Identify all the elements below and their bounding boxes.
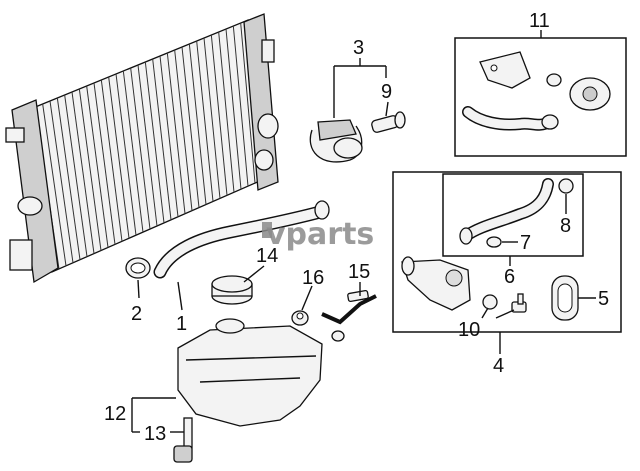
radiator-fin bbox=[108, 76, 130, 239]
radiator-fin bbox=[137, 64, 158, 227]
callout-6: 6 bbox=[504, 266, 515, 288]
radiator-outlet-left bbox=[17, 196, 43, 216]
callout-8: 8 bbox=[560, 215, 571, 237]
coolant-reservoir bbox=[177, 318, 323, 427]
detail-box-6 bbox=[442, 173, 584, 257]
callout-14: 14 bbox=[256, 245, 278, 267]
radiator-fin bbox=[232, 25, 249, 187]
hose-clamp bbox=[125, 257, 151, 279]
radiator-fin bbox=[181, 46, 200, 208]
watermark-text: vparts bbox=[266, 217, 374, 252]
callout-3: 3 bbox=[353, 37, 364, 59]
reservoir-sensor bbox=[173, 417, 193, 463]
callout-1: 1 bbox=[176, 313, 187, 335]
callout-11: 11 bbox=[529, 10, 550, 32]
seal-10 bbox=[482, 294, 498, 310]
callout-12: 12 bbox=[104, 403, 126, 425]
radiator-fin bbox=[203, 37, 221, 199]
radiator-core-fins bbox=[27, 19, 263, 273]
radiator-fin bbox=[188, 43, 207, 205]
radiator-fin bbox=[174, 49, 193, 211]
radiator-fin bbox=[42, 103, 67, 266]
radiator-left-tank bbox=[11, 99, 59, 284]
watermark: vparts bbox=[262, 217, 374, 252]
radiator bbox=[5, 13, 279, 284]
bleed-pipe-15 bbox=[321, 289, 377, 342]
radiator-fin bbox=[86, 85, 109, 248]
leader-lines bbox=[131, 30, 596, 433]
radiator-fitting-right bbox=[254, 149, 274, 171]
gasket-5 bbox=[551, 275, 579, 321]
water-pump-assembly bbox=[462, 51, 611, 131]
callout-16: 16 bbox=[302, 267, 324, 289]
callout-4: 4 bbox=[493, 355, 504, 377]
callout-15: 15 bbox=[348, 261, 370, 283]
radiator-fin bbox=[196, 40, 214, 202]
radiator-right-tank bbox=[243, 13, 279, 191]
radiator-fin bbox=[100, 79, 123, 242]
o-ring-7 bbox=[486, 236, 502, 248]
callout-2: 2 bbox=[131, 303, 142, 325]
bolt-10 bbox=[511, 293, 527, 313]
callout-13: 13 bbox=[144, 423, 166, 445]
detail-box-4 bbox=[392, 171, 622, 333]
radiator-fin bbox=[49, 100, 74, 263]
coolant-pipe bbox=[459, 178, 554, 245]
thermostat-housing bbox=[401, 256, 471, 311]
callout-9: 9 bbox=[381, 81, 392, 103]
o-ring-8 bbox=[558, 178, 574, 194]
grommet-16 bbox=[291, 310, 309, 326]
radiator-fin bbox=[93, 82, 116, 245]
radiator-fin bbox=[144, 61, 165, 223]
radiator-fin bbox=[152, 58, 172, 220]
radiator-fin bbox=[56, 97, 81, 260]
radiator-fin bbox=[130, 67, 151, 230]
radiator-fin bbox=[122, 70, 144, 233]
reservoir-cap bbox=[211, 275, 253, 305]
radiator-fin bbox=[225, 28, 242, 190]
hose-fitting bbox=[371, 111, 406, 133]
radiator-fin bbox=[159, 55, 179, 217]
radiator-bracket-lower bbox=[9, 239, 33, 271]
radiator-inlet-right bbox=[257, 113, 279, 139]
callout-5: 5 bbox=[598, 288, 609, 310]
radiator-fin bbox=[218, 31, 235, 193]
radiator-bracket-right bbox=[261, 39, 275, 63]
radiator-fin bbox=[166, 52, 186, 214]
radiator-fin bbox=[115, 73, 137, 236]
radiator-fin bbox=[240, 22, 256, 184]
radiator-bracket-upper bbox=[5, 127, 25, 143]
callout-10: 10 bbox=[458, 319, 480, 341]
radiator-hose bbox=[153, 200, 330, 279]
callout-7: 7 bbox=[520, 232, 531, 254]
radiator-fin bbox=[71, 91, 95, 254]
upper-hose-assembly bbox=[309, 119, 363, 163]
radiator-fin bbox=[78, 88, 102, 251]
radiator-fin bbox=[210, 34, 228, 196]
radiator-fin bbox=[64, 94, 88, 257]
